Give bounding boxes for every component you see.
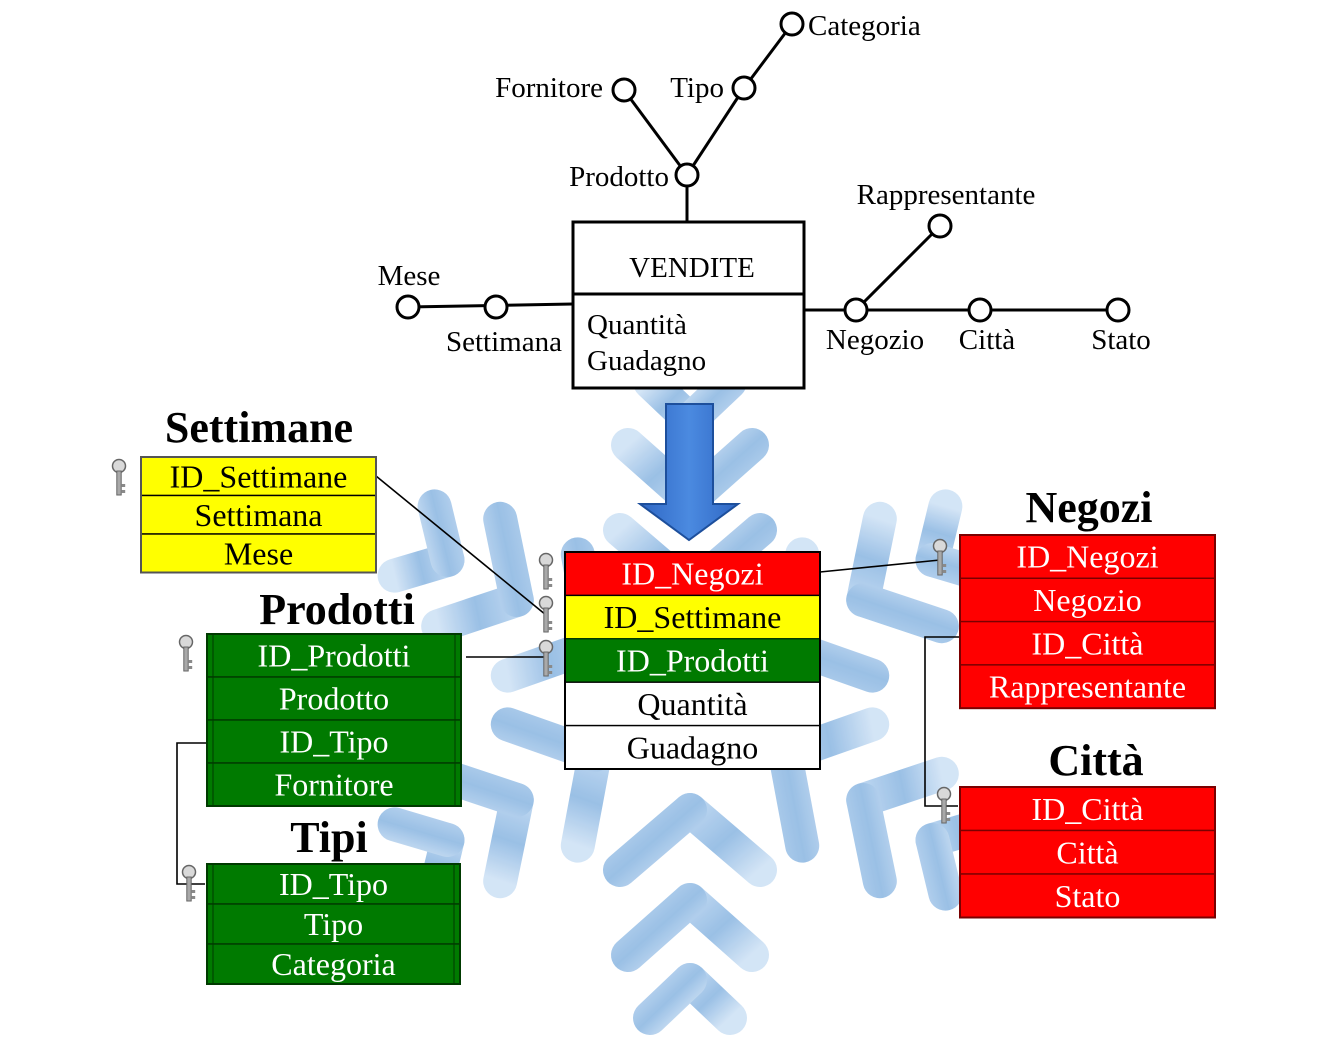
node-rappresentante	[927, 213, 953, 239]
table-cell	[564, 638, 821, 683]
table-row: ID_Negozi	[621, 556, 763, 592]
table-cell	[564, 551, 821, 597]
node-prodotto	[674, 162, 700, 188]
key-icon	[538, 639, 554, 677]
attr-mese: Mese	[378, 260, 441, 292]
table-cell	[959, 786, 1216, 832]
table-prodotti: ProdottiID_ProdottiProdottoID_TipoFornit…	[206, 585, 462, 807]
table-vendite: ID_NegoziID_SettimaneID_ProdottiQuantità…	[564, 551, 821, 770]
table-row: ID_Prodotti	[258, 638, 411, 674]
node-tipo	[731, 75, 757, 101]
table-row: ID_Settimane	[170, 458, 348, 494]
table-row: Mese	[224, 535, 293, 571]
table-cell	[959, 829, 1216, 875]
table-title-tipi: Tipi	[290, 813, 367, 862]
table-row: ID_Settimane	[604, 599, 782, 635]
attr-negozio: Negozio	[826, 324, 924, 356]
table-cell	[206, 762, 462, 807]
table-row: Negozio	[1033, 582, 1141, 618]
key-icon	[538, 552, 554, 590]
key-icon	[181, 864, 197, 902]
key-icon	[538, 595, 554, 633]
fact-measure-guadagno: Guadagno	[587, 345, 706, 377]
fact-measure-quantita: Quantità	[587, 309, 687, 341]
table-cell	[206, 943, 461, 985]
table-row: Fornitore	[274, 767, 393, 803]
key-icon	[936, 786, 952, 824]
fact-name: VENDITE	[629, 252, 755, 284]
attr-fornitore: Fornitore	[495, 72, 603, 104]
table-title-citta: Città	[1048, 736, 1143, 785]
node-citta	[967, 297, 993, 323]
key-icon	[932, 538, 948, 576]
table-row: Guadagno	[627, 729, 759, 765]
attr-tipo: Tipo	[670, 72, 724, 104]
table-row: ID_Tipo	[279, 866, 388, 902]
table-row: Città	[1056, 834, 1118, 870]
table-row: ID_Tipo	[279, 724, 388, 760]
table-row: Settimana	[195, 497, 323, 533]
attr-prodotto: Prodotto	[569, 161, 669, 193]
table-cell	[206, 903, 461, 945]
table-row: Stato	[1055, 878, 1121, 914]
node-settimana	[483, 294, 509, 320]
table-title-prodotti: Prodotti	[259, 585, 415, 634]
key-icon	[111, 458, 127, 496]
attr-settimana: Settimana	[446, 326, 562, 358]
node-negozio	[843, 297, 869, 323]
arrow-down-icon	[636, 403, 742, 542]
table-row: ID_Città	[1032, 625, 1144, 661]
attr-citta: Città	[959, 324, 1016, 356]
node-fornitore	[611, 77, 637, 103]
node-stato	[1105, 297, 1131, 323]
attr-categoria: Categoria	[808, 10, 921, 42]
attr-rappresentante: Rappresentante	[857, 179, 1036, 211]
dfm-schema: Categoria Fornitore Tipo Prodotto Rappre…	[378, 10, 1151, 390]
table-row: Rappresentante	[989, 669, 1186, 705]
table-row: ID_Negozi	[1016, 539, 1158, 575]
table-negozi: NegoziID_NegoziNegozioID_CittàRappresent…	[959, 483, 1216, 710]
table-cell	[206, 719, 462, 764]
table-title-settimane: Settimane	[165, 403, 353, 452]
table-row: ID_Città	[1032, 791, 1144, 827]
node-mese	[395, 294, 421, 320]
table-row: Prodotto	[279, 681, 389, 717]
table-row: Tipo	[304, 906, 363, 942]
key-icon	[178, 634, 194, 672]
table-row: ID_Prodotti	[616, 643, 769, 679]
table-row: Categoria	[271, 946, 395, 982]
table-title-negozi: Negozi	[1025, 483, 1152, 532]
node-categoria	[779, 11, 805, 37]
attr-stato: Stato	[1091, 324, 1151, 356]
table-row: Quantità	[637, 686, 747, 722]
fact-box	[571, 220, 806, 390]
table-cell	[959, 664, 1216, 709]
table-cell	[140, 494, 377, 535]
